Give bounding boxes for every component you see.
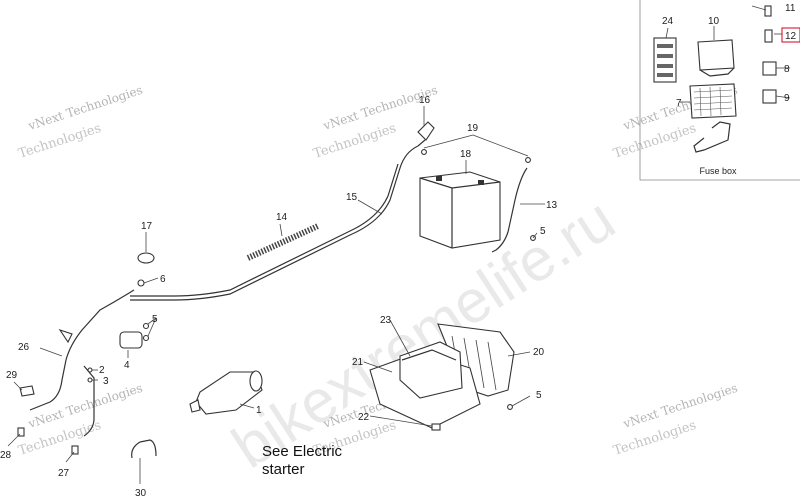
fastener-22 xyxy=(431,423,441,431)
callout-14: 14 xyxy=(276,212,288,223)
fuse-box-inset: Fuse box xyxy=(639,0,800,181)
cable-15-edge xyxy=(130,163,399,297)
bolt-19 xyxy=(525,157,531,163)
callout-17: 17 xyxy=(141,221,153,232)
nut-6 xyxy=(137,279,145,287)
callout-12-highlight xyxy=(781,27,800,43)
fuse-panel-detail xyxy=(657,54,673,58)
callout-30: 30 xyxy=(135,488,147,498)
callout-9: 9 xyxy=(784,93,790,104)
callout-6: 6 xyxy=(160,274,166,285)
callout-15: 15 xyxy=(346,192,358,203)
bolt-5 xyxy=(142,334,150,342)
starter-end xyxy=(249,370,263,392)
callout-5: 5 xyxy=(536,390,542,401)
starter-gear xyxy=(189,399,201,413)
clip-29 xyxy=(19,385,35,397)
bolt-5 xyxy=(142,322,150,330)
nut-3 xyxy=(87,377,93,383)
callouts: 16 19 18 15 14 13 5 17 6 5 4 26 2 3 29 2… xyxy=(0,3,797,498)
cable-26b xyxy=(83,365,95,437)
inset-border xyxy=(639,0,800,181)
solenoid-4 xyxy=(119,331,143,349)
conduit-14 xyxy=(246,223,320,261)
callout-13: 13 xyxy=(546,200,558,211)
callout-5: 5 xyxy=(540,226,546,237)
battery-terminal xyxy=(478,180,484,185)
fuse-12 xyxy=(764,29,773,43)
cable-boot-16 xyxy=(417,121,435,141)
callout-26: 26 xyxy=(18,342,30,353)
callout-7: 7 xyxy=(676,98,682,109)
cap-17 xyxy=(137,252,155,264)
leader-lines xyxy=(7,5,791,484)
callout-11: 11 xyxy=(785,3,796,14)
fuse-box-cover xyxy=(697,39,735,71)
callout-3: 3 xyxy=(103,376,109,387)
fuse-box-caption: Fuse box xyxy=(699,166,737,176)
holder-edge xyxy=(401,349,457,361)
callout-21: 21 xyxy=(352,357,364,368)
fuse-box-cover-edge xyxy=(699,67,735,77)
fastener-28 xyxy=(17,427,25,437)
see-electric-note-line1: See Electric xyxy=(262,443,343,460)
callout-4: 4 xyxy=(124,360,130,371)
callout-29: 29 xyxy=(6,370,18,381)
callout-8: 8 xyxy=(784,64,790,75)
fuse-panel-part xyxy=(653,37,677,83)
fuse-box-base xyxy=(689,83,737,119)
brand-watermarks: vNext Technologies Technologies vNext Te… xyxy=(17,83,740,459)
callout-12: 12 xyxy=(785,31,797,42)
callout-24: 24 xyxy=(662,16,674,27)
battery-18 xyxy=(419,171,501,249)
callout-16: 16 xyxy=(419,95,431,106)
callout-10: 10 xyxy=(708,16,720,27)
bolt-19 xyxy=(421,149,427,155)
cable-30 xyxy=(131,439,157,459)
parts-drawings xyxy=(17,121,536,459)
bolt-5 xyxy=(507,404,513,410)
callout-1: 1 xyxy=(256,405,262,416)
callout-2: 2 xyxy=(99,365,105,376)
callout-18: 18 xyxy=(460,149,472,160)
fuse-panel-detail xyxy=(657,44,673,48)
fuse-panel-detail xyxy=(657,64,673,68)
callout-20: 20 xyxy=(533,347,545,358)
relay-8 xyxy=(762,61,777,76)
battery-terminal xyxy=(436,176,442,181)
callout-22: 22 xyxy=(358,412,370,423)
cable-13 xyxy=(491,167,528,253)
callout-28: 28 xyxy=(0,450,12,461)
cable-15 xyxy=(130,139,426,301)
fuse-box-bracket xyxy=(693,121,731,153)
callout-27: 27 xyxy=(58,468,70,479)
see-electric-note-line2: starter xyxy=(262,461,305,478)
washer-2 xyxy=(87,367,93,373)
fastener-27 xyxy=(71,445,79,455)
fuse-11 xyxy=(764,5,772,17)
clip-26 xyxy=(58,328,73,344)
cable-26 xyxy=(29,289,135,411)
callout-5: 5 xyxy=(152,314,158,325)
callout-23: 23 xyxy=(380,315,392,326)
callout-19: 19 xyxy=(467,123,479,134)
fuse-panel-detail xyxy=(657,73,673,77)
relay-9 xyxy=(762,89,777,104)
